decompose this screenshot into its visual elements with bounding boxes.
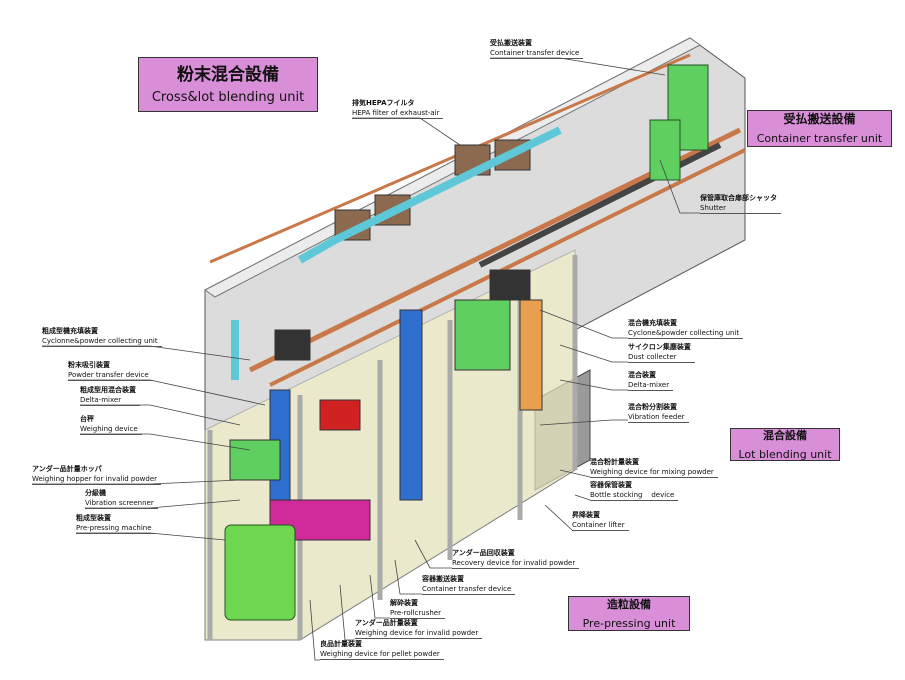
label-jp: 粗成型用混合装置 (80, 386, 136, 394)
label-en: Container transfer device (490, 49, 580, 57)
label-jp: 混合粉分割装置 (628, 403, 677, 411)
label-weighing-pellet-powder: 良品計量装置 Weighing device for pellet powder (320, 639, 444, 660)
label-jp: アンダー品計量ホッパ (32, 465, 102, 473)
unit-title-en: Container transfer unit (756, 132, 883, 145)
label-jp: 粗成型機充填装置 (42, 327, 98, 335)
label-en: Cyclone&powder collecting unit (628, 329, 740, 337)
label-en: Container lifter (572, 521, 625, 529)
label-en: Container transfer device (422, 585, 512, 593)
label-recovery-device: アンダー品回収装置 Recovery device for invalid pow… (452, 548, 580, 569)
label-jp: 混合機充填装置 (628, 319, 677, 327)
label-delta-mixer-left: 粗成型用混合装置 Delta-mixer (80, 385, 140, 406)
unit-title-en: Lot blending unit (738, 448, 832, 461)
label-dust-collector: サイクロン集塵装置 Dust collecter (628, 342, 695, 363)
label-shutter: 保管庫取合扉部シャッタ Shutter (700, 193, 781, 214)
rail (209, 53, 691, 264)
label-jp: 受払搬送装置 (490, 39, 532, 47)
frame-legs (207, 255, 578, 640)
label-pre-rollcrusher: 解砕装置 Pre-rollcrusher (390, 598, 445, 619)
label-vibration-screener: 分級機 Vibration screenner (85, 488, 158, 509)
unit-title-jp: 粉末混合設備 (177, 65, 279, 85)
label-weighing-mixing-powder: 混合粉計量装置 Weighing device for mixing powder (590, 457, 718, 478)
unit-box-container-transfer: 受払搬送設備 Container transfer unit (747, 110, 892, 147)
label-weighing-hopper: アンダー品計量ホッパ Weighing hopper for invalid po… (32, 464, 162, 485)
label-en: Vibration feeder (628, 413, 685, 421)
label-en: Pre-pressing machine (76, 524, 152, 532)
label-jp: 容器搬送装置 (422, 575, 464, 583)
label-en: Weighing device (80, 425, 138, 433)
label-en: Bottle stocking device (590, 491, 675, 499)
label-en: Cyclonne&powder collecting unit (42, 337, 158, 345)
label-jp: 解砕装置 (390, 599, 418, 607)
label-en: Vibration screenner (85, 499, 154, 507)
label-en: Shutter (700, 204, 726, 212)
label-jp: 混合粉計量装置 (590, 458, 639, 466)
label-jp: 保管庫取合扉部シャッタ (700, 194, 777, 202)
label-en: Dust collecter (628, 353, 677, 361)
label-cyclone-left: 粗成型機充填装置 Cyclonne&powder collecting unit (42, 326, 162, 347)
label-container-lifter: 昇降装置 Container lifter (572, 510, 629, 531)
unit-title-jp: 造粒設備 (607, 598, 651, 611)
unit-box-cross-lot-blending: 粉末混合設備 Cross&lot blending unit (138, 57, 318, 112)
label-jp: 混合装置 (628, 371, 656, 379)
label-en: Weighing hopper for invalid powder (32, 475, 158, 483)
unit-box-pre-pressing: 造粒設備 Pre-pressing unit (568, 596, 690, 631)
unit-title-en: Cross&lot blending unit (151, 90, 305, 105)
label-container-transfer-bottom: 容器搬送装置 Container transfer device (422, 574, 516, 595)
label-jp: 台秤 (80, 415, 94, 423)
label-jp: サイクロン集塵装置 (628, 343, 691, 351)
unit-title-jp: 混合設備 (763, 429, 807, 442)
label-container-transfer-device-top: 受払搬送装置 Container transfer device (490, 38, 584, 59)
label-en: HEPA filter of exhaust-air (352, 109, 440, 117)
label-en: Powder transfer device (68, 371, 149, 379)
unit-title-jp: 受払搬送設備 (783, 112, 856, 126)
label-jp: 粗成型装置 (76, 514, 111, 522)
label-jp: アンダー品回収装置 (452, 549, 515, 557)
label-weighing-invalid-powder: アンダー品計量装置 Weighing device for invalid pow… (355, 618, 483, 639)
rail (269, 148, 746, 387)
label-bottle-stocking: 容器保管装置 Bottle stocking device (590, 480, 679, 501)
label-cyclone-right: 混合機充填装置 Cyclone&powder collecting unit (628, 318, 744, 339)
label-pre-pressing-machine: 粗成型装置 Pre-pressing machine (76, 513, 156, 534)
container-transfer-machine (649, 64, 709, 181)
label-en: Pre-rollcrusher (390, 609, 441, 617)
ducts (231, 126, 562, 380)
unit-box-lot-blending: 混合設備 Lot blending unit (730, 428, 840, 461)
label-en: Weighing device for invalid powder (355, 629, 479, 637)
label-jp: アンダー品計量装置 (355, 619, 418, 627)
label-weighing-device: 台秤 Weighing device (80, 414, 142, 435)
blending-machines (229, 269, 543, 541)
label-en: Recovery device for invalid powder (452, 559, 576, 567)
label-en: Delta-mixer (628, 381, 670, 389)
label-jp: 粉末吸引装置 (68, 361, 110, 369)
label-en: Delta-mixer (80, 396, 122, 404)
label-en: Weighing device for mixing powder (590, 468, 714, 476)
label-jp: 排気HEPAフイルタ (352, 99, 415, 107)
label-jp: 分級機 (85, 489, 106, 497)
label-jp: 容器保管装置 (590, 481, 632, 489)
label-vibration-feeder: 混合粉分割装置 Vibration feeder (628, 402, 689, 423)
label-delta-mixer-right: 混合装置 Delta-mixer (628, 370, 674, 391)
label-en: Weighing device for pellet powder (320, 650, 440, 658)
label-jp: 昇降装置 (572, 511, 600, 519)
unit-title-en: Pre-pressing unit (582, 617, 676, 630)
pre-pressing-machine (224, 524, 296, 621)
label-powder-transfer: 粉末吸引装置 Powder transfer device (68, 360, 153, 381)
label-jp: 良品計量装置 (320, 640, 362, 648)
label-hepa-filter: 排気HEPAフイルタ HEPA filter of exhaust-air (352, 98, 444, 119)
